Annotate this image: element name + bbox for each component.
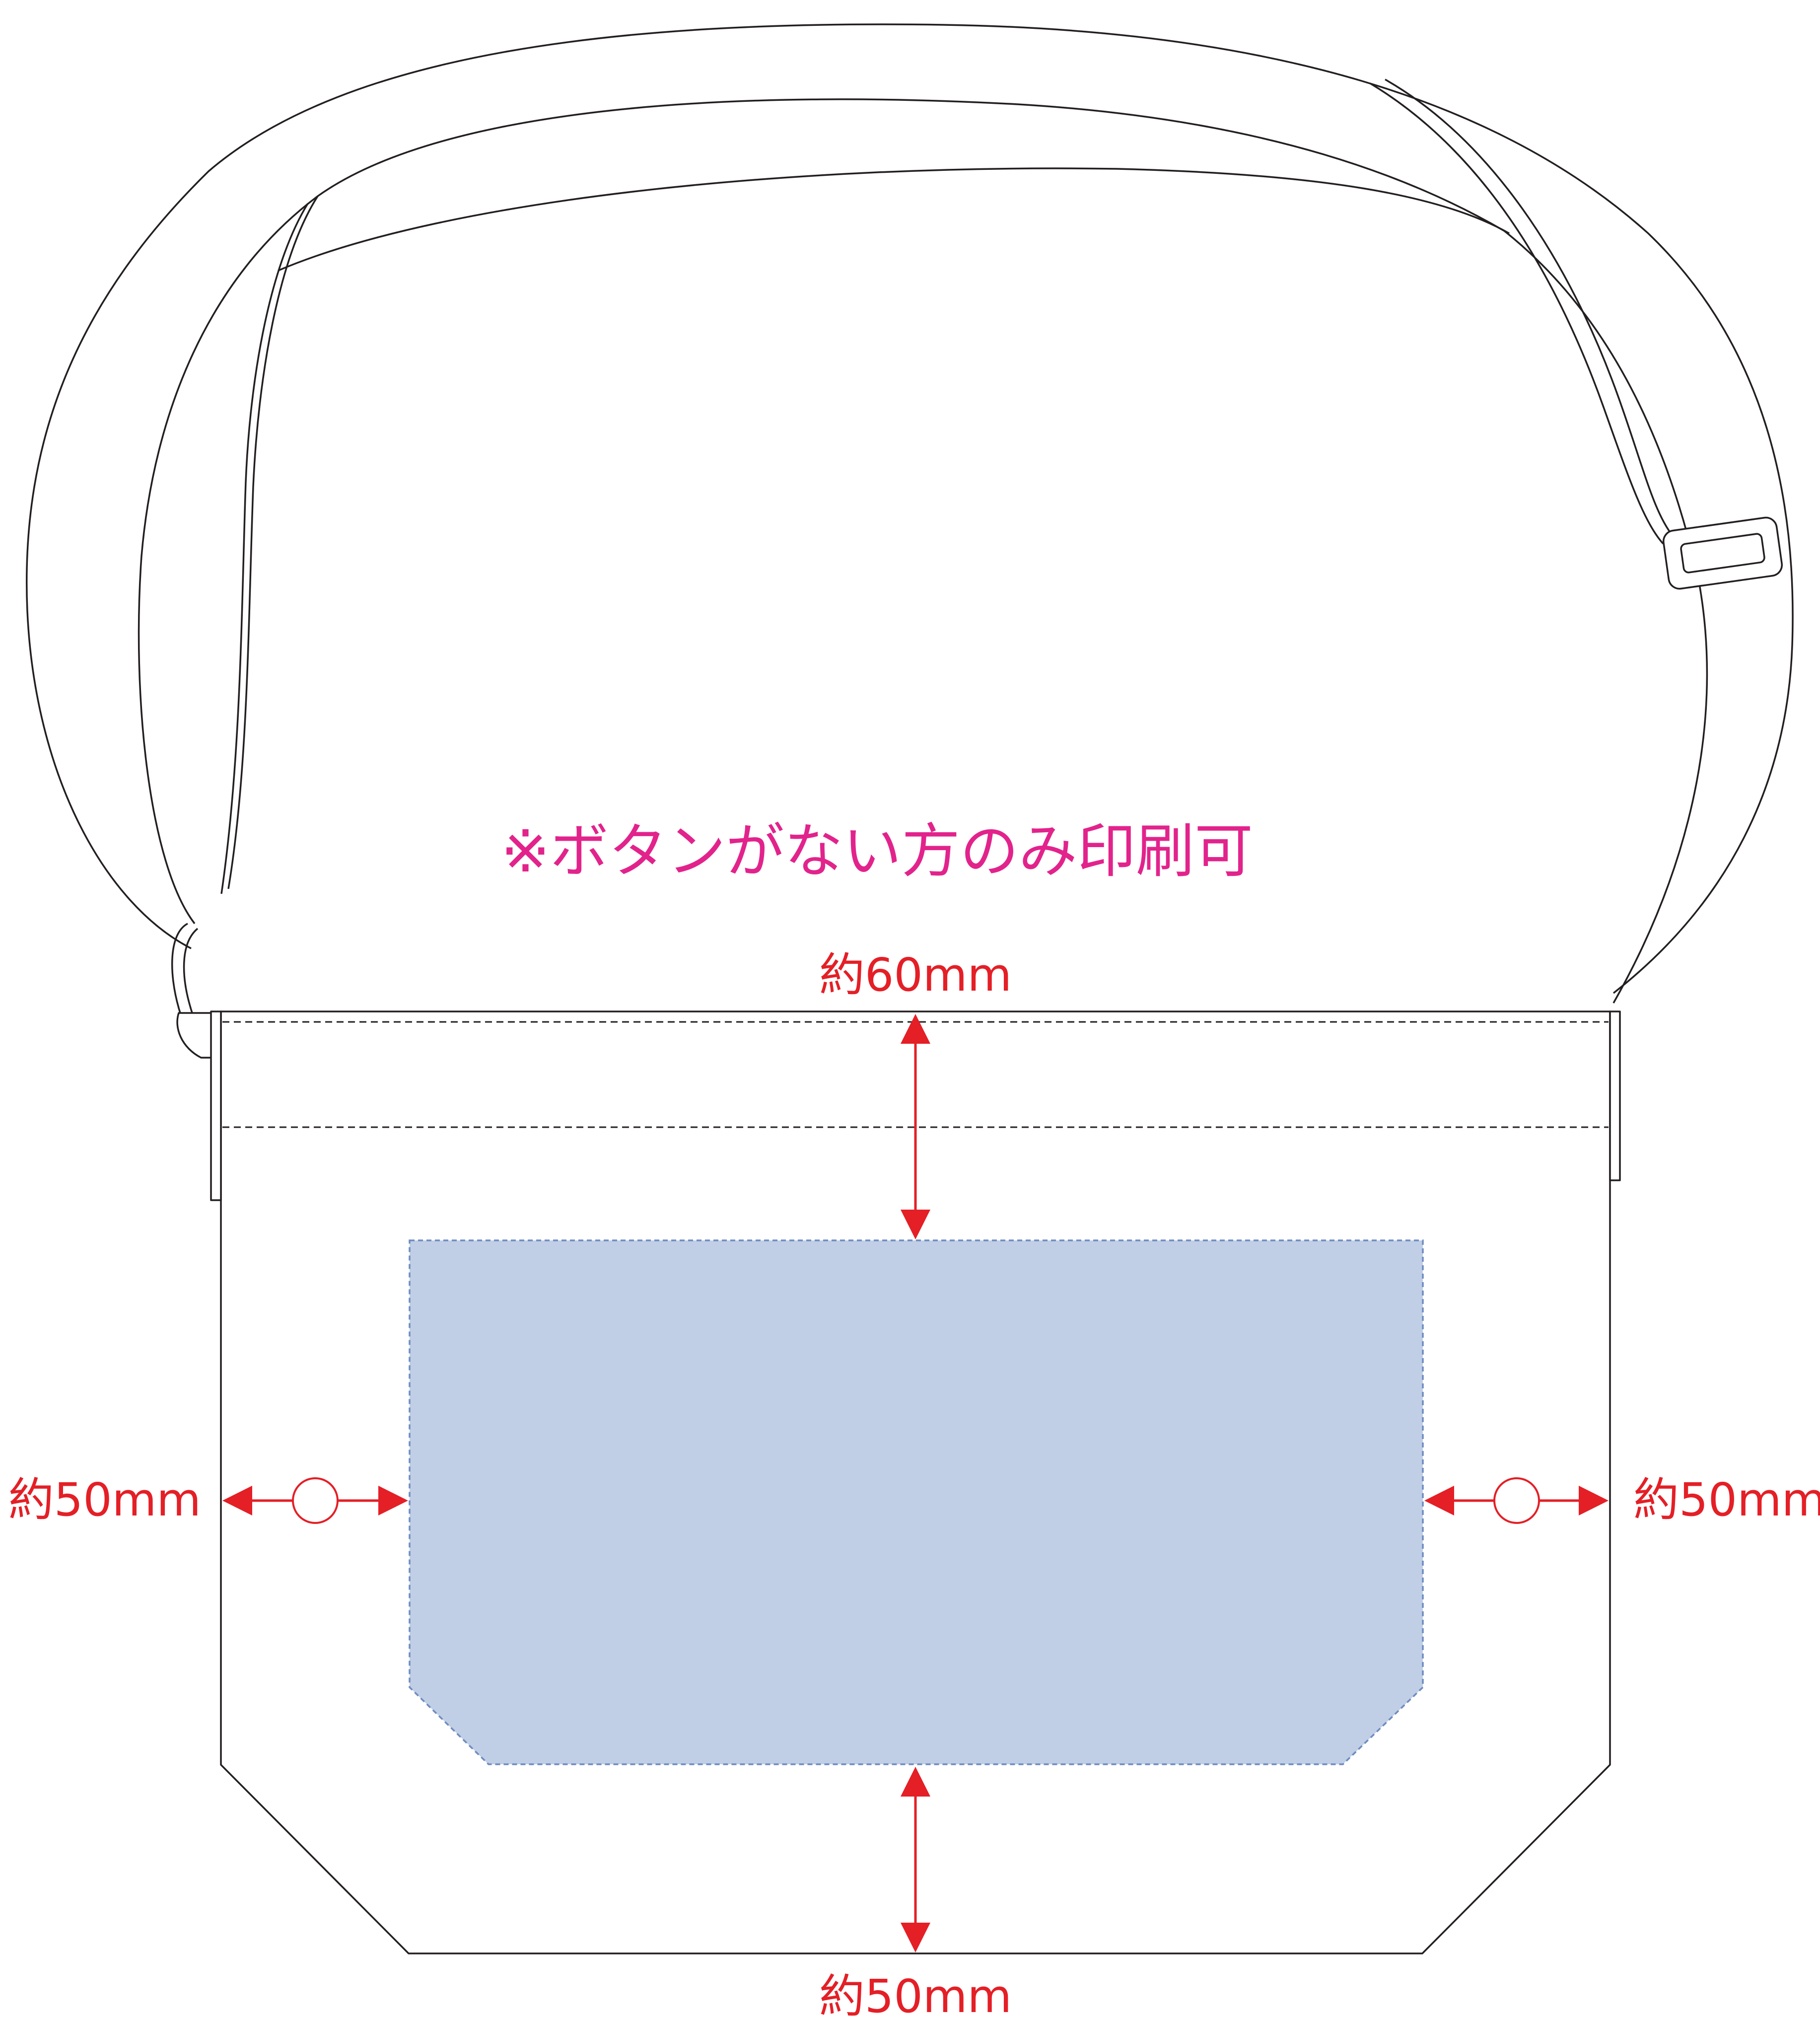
dimension-right-arrowhead-right [1579, 1486, 1609, 1515]
strap-fold-right-2 [1370, 82, 1664, 545]
dimension-bottom-arrowhead-up [901, 1767, 930, 1797]
side-tab-left [210, 1010, 222, 1201]
dimension-top: 約60mm [819, 948, 1012, 1239]
dimension-bottom-arrowhead-down [901, 1923, 930, 1952]
dimension-left-arrowhead-right [378, 1486, 408, 1515]
dimension-right: 約50mm [1424, 1473, 1820, 1526]
dimension-bottom-label: 約50mm [819, 1970, 1012, 2019]
strap-fold-left [227, 196, 319, 889]
dimension-left: 約50mm [8, 1473, 408, 1526]
dimension-left-label: 約50mm [8, 1473, 201, 1526]
strap-slider-buckle-inner [1680, 533, 1765, 574]
strap-fold-right [1385, 78, 1674, 537]
strap-fold-left-2 [220, 203, 309, 894]
dimension-right-circle-marker [1493, 1477, 1540, 1524]
shoulder-strap [26, 23, 1794, 1059]
strap-tab-left [176, 1012, 222, 1059]
strap-slider-buckle [1663, 516, 1783, 590]
printable-area [409, 1239, 1424, 1765]
dimension-right-label: 約50mm [1633, 1473, 1820, 1526]
strap-back-top [278, 167, 1510, 272]
strap-outer-edge [26, 23, 1794, 994]
dimension-top-arrowhead-down [901, 1210, 930, 1239]
print-side-note: ※ボタンがない方のみ印刷可 [501, 817, 1253, 885]
dimension-bottom: 約50mm [819, 1767, 1012, 2019]
dimension-left-arrowhead-left [222, 1486, 252, 1515]
dimension-top-label: 約60mm [819, 948, 1012, 1002]
dimension-top-arrowhead-up [901, 1014, 930, 1044]
dimension-left-circle-marker [292, 1477, 339, 1524]
dimension-right-arrowhead-left [1424, 1486, 1454, 1515]
side-tab-right [1609, 1010, 1621, 1181]
